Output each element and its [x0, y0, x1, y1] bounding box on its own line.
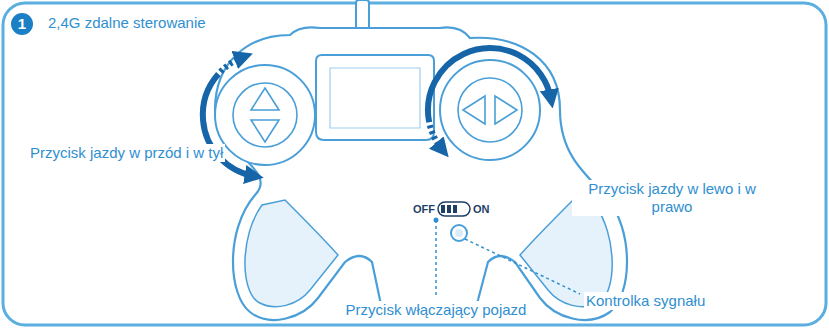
leader-line	[465, 239, 580, 294]
wheel-center	[458, 78, 522, 142]
leader-line	[435, 220, 437, 296]
forward-back-wheel	[215, 65, 315, 165]
controller-body	[215, 27, 627, 320]
wheel-center	[233, 83, 297, 147]
up-triangle	[251, 88, 279, 110]
down-triangle	[251, 120, 279, 142]
signal-led-core	[455, 229, 463, 237]
power-switch	[438, 202, 470, 216]
callout-circle	[11, 13, 33, 35]
rotation-arrow	[428, 48, 551, 150]
switch-label: OFF	[413, 203, 435, 215]
screen	[316, 55, 434, 140]
left-right-wheel	[440, 60, 540, 160]
panel-frame	[3, 3, 826, 325]
screen-inner	[330, 68, 420, 128]
panel-title: 2,4G zdalne sterowanie	[46, 14, 208, 32]
callout-number: 1	[11, 13, 33, 35]
switch-label: ON	[473, 203, 490, 215]
part-label: Przycisk włączający pojazd	[344, 301, 529, 319]
left-grip	[245, 200, 338, 307]
part-label: Kontrolka sygnału	[584, 292, 707, 310]
part-label: Przycisk jazdy w przód i w tył	[28, 144, 225, 162]
left-triangle	[463, 96, 485, 124]
right-grip	[520, 200, 612, 307]
right-triangle	[495, 96, 517, 124]
part-label: Przycisk jazdy w lewo i w prawo	[572, 180, 772, 216]
signal-led	[451, 225, 467, 241]
